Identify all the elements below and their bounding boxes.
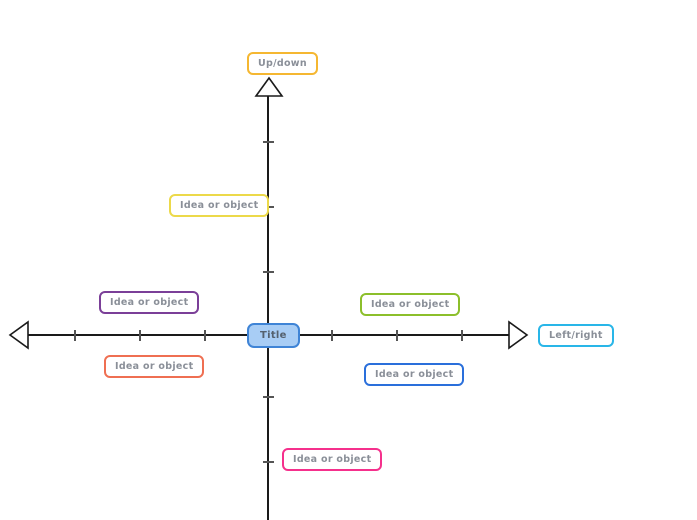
vertical-axis-label[interactable]: Up/down xyxy=(247,52,318,75)
vertical-axis-tick xyxy=(263,396,274,398)
right-arrow-head xyxy=(508,320,529,350)
horizontal-axis-label[interactable]: Left/right xyxy=(538,324,614,347)
idea-node-lower-right-blue[interactable]: Idea or object xyxy=(364,363,465,386)
center-title-node[interactable]: Title xyxy=(247,323,300,348)
horizontal-axis-tick xyxy=(74,330,76,341)
idea-node-mid-left-purple[interactable]: Idea or object xyxy=(99,291,200,314)
horizontal-axis-tick xyxy=(461,330,463,341)
horizontal-axis-tick xyxy=(331,330,333,341)
vertical-axis-tick xyxy=(263,461,274,463)
vertical-axis-tick xyxy=(263,141,274,143)
idea-node-upper-left-yellow[interactable]: Idea or object xyxy=(169,194,270,217)
idea-node-lower-left-coral[interactable]: Idea or object xyxy=(104,355,205,378)
horizontal-axis-tick xyxy=(139,330,141,341)
vertical-axis-tick xyxy=(263,271,274,273)
up-arrow-head xyxy=(254,76,284,97)
idea-node-mid-right-green[interactable]: Idea or object xyxy=(360,293,461,316)
horizontal-axis-tick xyxy=(396,330,398,341)
idea-node-bottom-pink[interactable]: Idea or object xyxy=(282,448,383,471)
horizontal-axis-tick xyxy=(204,330,206,341)
vertical-axis-line xyxy=(267,92,269,520)
left-arrow-head xyxy=(8,320,29,350)
